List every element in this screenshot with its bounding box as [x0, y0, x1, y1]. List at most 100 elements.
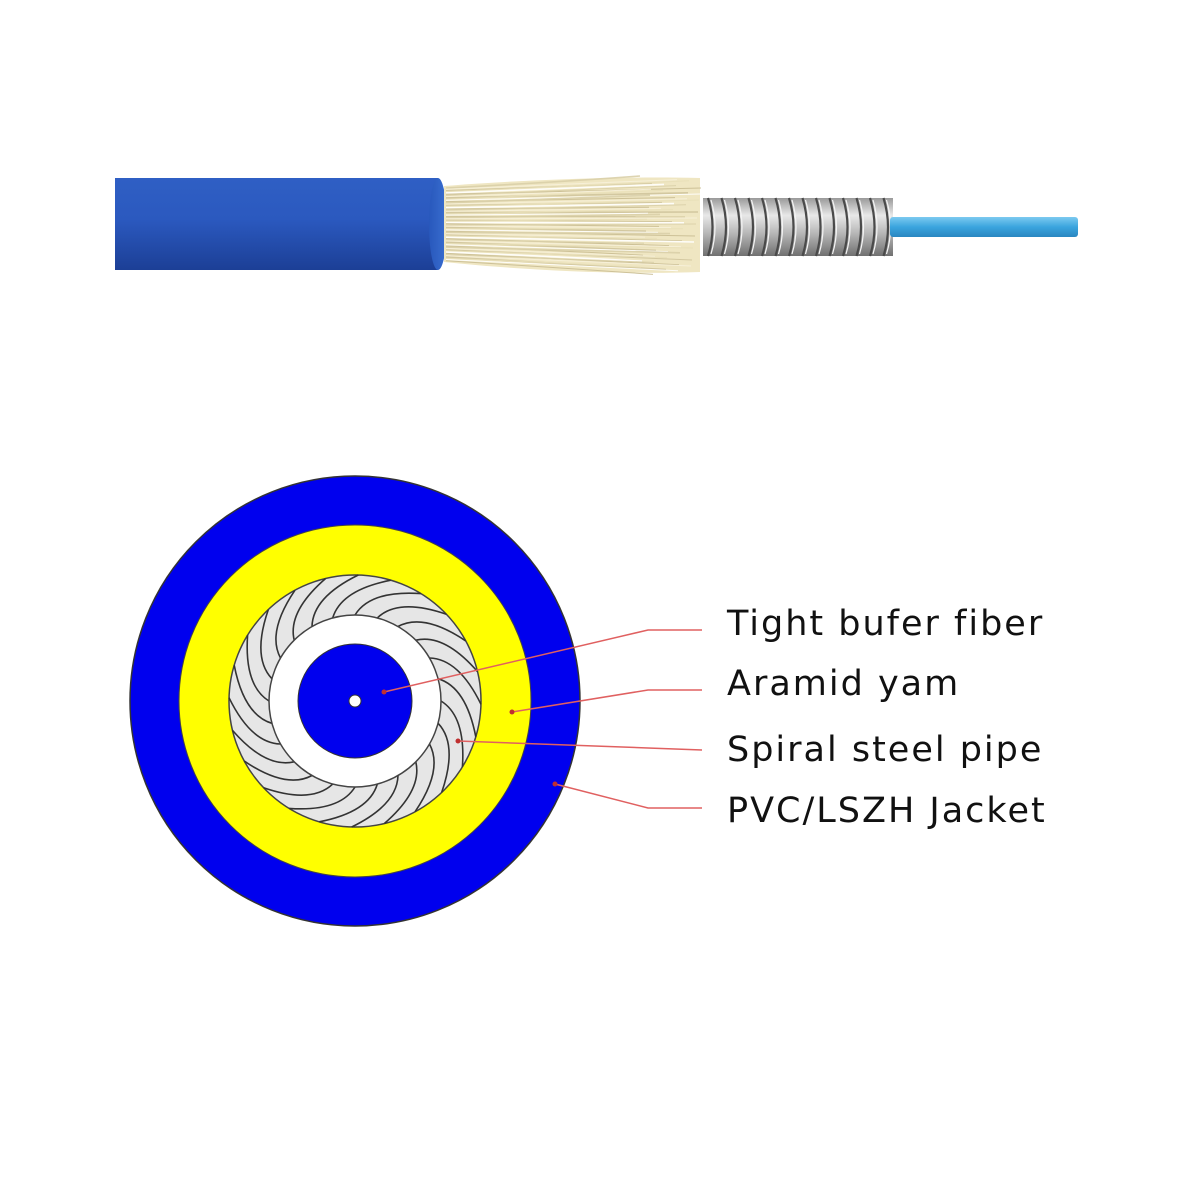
tuft-strand [445, 233, 646, 238]
spiral-blades [228, 574, 482, 828]
tuft-strand [445, 212, 649, 216]
spiral-blade [331, 579, 391, 619]
tuft-strand [445, 236, 695, 243]
steel-coil [868, 197, 876, 257]
tuft-strand [445, 199, 700, 207]
tuft-strand [445, 240, 682, 248]
spiral-steel-tube [703, 197, 893, 257]
steel-tube-body [703, 198, 893, 256]
spiral-blade [437, 722, 450, 793]
label-aramid-yarn: Aramid yam [727, 664, 961, 704]
dot-steel [455, 738, 461, 744]
spiral-blade [228, 697, 281, 745]
cable-jacket [115, 178, 438, 270]
spiral-blade [397, 621, 467, 642]
tuft-strand [445, 223, 697, 226]
spiral-blade [275, 589, 296, 659]
steel-coil-highlight [804, 199, 811, 255]
tuft-strand [445, 254, 655, 263]
tuft-strand [445, 257, 642, 268]
tuft-strand [445, 209, 674, 215]
tuft-strand [445, 211, 699, 214]
tuft-strand [445, 185, 677, 196]
spiral-blade [233, 665, 273, 725]
tuft-strand [445, 187, 702, 195]
tuft-strand [445, 179, 678, 190]
tuft-strand [445, 193, 701, 201]
steel-coil [841, 197, 849, 257]
dot-tight-buffer [381, 689, 387, 695]
tuft-strand [445, 223, 660, 227]
leader-lines [383, 629, 703, 809]
spiral-blade [376, 606, 447, 619]
steel-coil-highlight [845, 199, 851, 255]
tuft-strand [445, 202, 675, 209]
leader-dots [381, 689, 558, 787]
spiral-blade [440, 700, 464, 767]
tuft-strand [445, 225, 672, 229]
fiber-core [348, 694, 362, 708]
tight-buffer-fiber-strand [890, 217, 1078, 237]
tuft-strand [445, 226, 647, 232]
steel-coil-highlight [750, 199, 757, 255]
spiral-blade [289, 786, 356, 810]
tuft-strand [445, 255, 692, 267]
tuft-strand [445, 188, 652, 198]
tuft-strand [445, 229, 659, 233]
tuft-strand [445, 207, 662, 212]
steel-coil-highlight [710, 199, 716, 255]
tuft-strand [445, 231, 671, 235]
spiral-blade [243, 760, 313, 781]
steel-coil-highlight [791, 199, 797, 255]
tuft-strand [445, 180, 690, 193]
spiral-blade [383, 761, 418, 825]
steel-coil-highlight [831, 199, 838, 255]
tuft-strand [445, 243, 694, 249]
label-jacket: PVC/LSZH Jacket [727, 791, 1047, 831]
label-spiral-steel-pipe: Spiral steel pipe [727, 730, 1044, 770]
tuft-strand [445, 250, 668, 259]
tuft-strand [445, 213, 661, 219]
steel-coil [774, 197, 782, 257]
spiral-blade [311, 574, 359, 627]
dot-aramid [509, 709, 515, 715]
steel-coil-highlight [764, 199, 770, 255]
steel-coil [733, 197, 741, 257]
steel-coil [720, 197, 728, 257]
steel-coil-highlight [858, 199, 865, 255]
dot-jacket [552, 781, 558, 787]
spiral-blade [437, 677, 477, 737]
steel-coil [814, 197, 822, 257]
spiral-blade [414, 743, 435, 813]
tuft-strand [445, 219, 673, 223]
steel-coil [828, 197, 836, 257]
steel-coil [882, 197, 890, 257]
steel-coil-highlight [723, 199, 730, 255]
spiral-blade [319, 783, 379, 823]
steel-coil-highlight [777, 199, 784, 255]
tuft-strand [445, 183, 665, 194]
leader-tight-buffer [383, 629, 702, 693]
spiral-blade [292, 577, 327, 641]
steel-coil [801, 197, 809, 257]
tuft-strand [445, 244, 669, 253]
spiral-blade [415, 638, 479, 673]
tuft-strand [445, 246, 681, 254]
spiral-blade [231, 729, 295, 764]
spiral-blade [351, 775, 399, 828]
cable-jacket-end [429, 178, 447, 270]
tuft-strand [445, 192, 689, 199]
spiral-blade [263, 783, 334, 796]
leader-aramid [511, 689, 702, 713]
spiral-blade [354, 592, 421, 616]
cable-cross-section [129, 475, 581, 927]
tuft-strand [445, 204, 687, 211]
tuft-strand [445, 175, 641, 189]
steel-coil-highlight [872, 199, 878, 255]
steel-coil-highlight [818, 199, 824, 255]
spiral-blade [429, 657, 482, 705]
steel-coil [760, 197, 768, 257]
steel-coil [787, 197, 795, 257]
tuft-strand [445, 218, 648, 222]
